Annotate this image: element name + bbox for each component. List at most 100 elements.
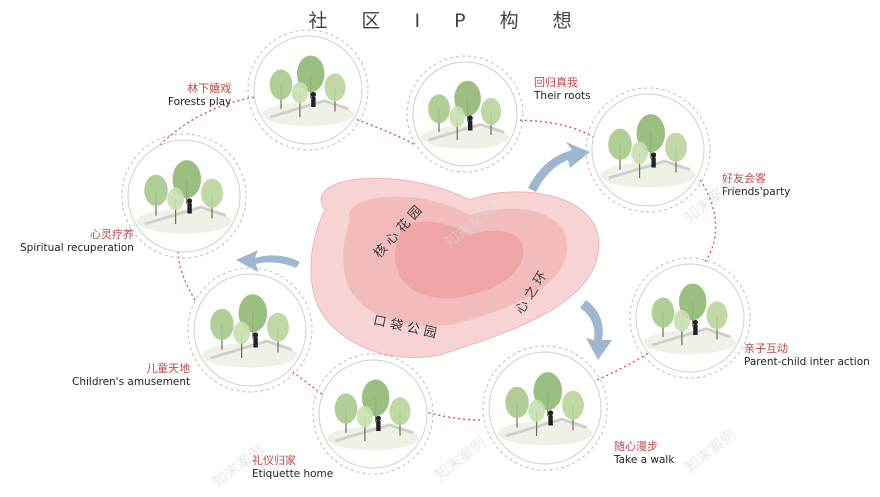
scene-nodes xyxy=(121,29,751,475)
person-figure xyxy=(253,332,259,338)
node-outer-ring xyxy=(482,345,608,471)
node-path xyxy=(144,205,227,226)
node-label-parent-child: 亲子互动 Parent-child inter action xyxy=(744,342,870,369)
scene-node-friends-party xyxy=(585,87,711,213)
person-figure-body xyxy=(253,337,258,348)
person-figure xyxy=(310,91,316,98)
node-label-zh: 回归真我 xyxy=(534,76,578,89)
node-outer-ring xyxy=(121,133,247,259)
tree-canopy xyxy=(172,160,202,199)
tree-canopy xyxy=(480,97,502,125)
person-figure-body xyxy=(468,120,473,131)
tree-canopy xyxy=(449,106,466,127)
node-ground xyxy=(202,342,298,368)
scene-node-forests-play xyxy=(247,29,369,151)
tree-canopy xyxy=(210,308,234,341)
person-figure-body xyxy=(376,421,381,431)
node-path xyxy=(651,327,731,347)
heart-inner-layer xyxy=(395,221,524,299)
node-label-en: Their roots xyxy=(534,89,591,102)
node-label-zh: 儿童天地 xyxy=(146,362,191,375)
tree-canopy xyxy=(631,141,648,164)
node-label-etiquette-home: 礼仪归家 Etiquette home xyxy=(252,454,333,481)
node-label-zh: 心灵疗养 xyxy=(89,228,134,241)
node-outer-ring xyxy=(629,257,751,379)
tree-canopy xyxy=(505,386,529,419)
tree-canopy xyxy=(267,312,289,342)
tree-canopy xyxy=(356,405,373,428)
tree-canopy xyxy=(291,81,308,104)
tree-canopy xyxy=(201,178,223,208)
tree-canopy xyxy=(428,94,450,124)
node-label-en: Take a walk xyxy=(614,453,675,466)
person-figure-body xyxy=(548,415,553,426)
node-label-spiritual-recuperation: 心灵疗养 Spiritual recuperation xyxy=(20,228,134,255)
scene-node-etiquette-home xyxy=(312,353,434,475)
node-outer-ring xyxy=(406,55,524,173)
node-label-zh: 亲子互动 xyxy=(744,342,788,355)
node-path xyxy=(505,417,588,438)
node-path xyxy=(608,159,691,180)
node-label-zh: 随心漫步 xyxy=(614,440,658,453)
tree-canopy xyxy=(678,283,707,321)
person-figure xyxy=(375,415,381,422)
tree-canopy xyxy=(389,397,411,426)
tree-canopy xyxy=(454,80,481,117)
node-label-en: Parent-child inter action xyxy=(744,355,870,368)
central-heart: 口 袋 公 园 核 心 花 园 心 之 环 xyxy=(310,177,600,359)
node-ground xyxy=(420,125,510,149)
node-label-take-a-walk: 随心漫步 Take a walk xyxy=(614,440,674,467)
person-figure xyxy=(651,152,657,158)
node-path xyxy=(269,99,349,119)
node-label-en: Forests play xyxy=(168,95,232,108)
scene-node-take-a-walk xyxy=(482,345,608,471)
page-title: 社 区 I P 构 想 xyxy=(308,10,586,32)
connection-loop xyxy=(159,95,717,421)
node-outer-ring xyxy=(187,267,313,393)
node-path xyxy=(428,122,505,142)
tree-canopy xyxy=(636,114,666,153)
node-label-zh: 礼仪归家 xyxy=(252,454,296,467)
tree-canopy xyxy=(238,294,268,333)
tree-canopy xyxy=(144,174,168,207)
tree-canopy xyxy=(269,69,293,100)
node-outer-ring xyxy=(312,353,434,475)
node-ground xyxy=(600,162,696,188)
tree-canopy xyxy=(361,379,390,417)
tree-canopy xyxy=(673,309,691,332)
arrow-top-right xyxy=(528,142,590,192)
person-figure xyxy=(187,198,193,204)
node-path xyxy=(334,423,414,443)
node-ground xyxy=(262,102,354,127)
person-figure-body xyxy=(693,325,698,335)
tree-canopy xyxy=(324,73,346,102)
node-path xyxy=(210,339,293,360)
person-figure-body xyxy=(187,203,192,214)
person-figure xyxy=(548,410,554,416)
node-label-en: Etiquette home xyxy=(252,467,334,480)
person-figure xyxy=(467,115,473,121)
tree-canopy xyxy=(651,297,675,328)
tree-canopy xyxy=(296,55,325,93)
arrow-bottom-right xyxy=(580,300,612,360)
person-figure-body xyxy=(311,97,316,107)
tree-canopy xyxy=(167,187,185,210)
node-label-en: Spiritual recuperation xyxy=(20,241,134,254)
node-ground xyxy=(327,426,419,451)
node-label-forests-play: 林下嬉戏 Forests play xyxy=(168,82,231,109)
node-outer-ring xyxy=(247,29,369,151)
tree-canopy xyxy=(562,390,584,420)
person-figure-body xyxy=(651,157,656,168)
scene-node-parent-child xyxy=(629,257,751,379)
scene-node-childrens-amusement xyxy=(187,267,313,393)
tree-canopy xyxy=(665,132,687,162)
node-label-their-roots: 回归真我 Their roots xyxy=(534,76,591,103)
node-label-friends-party: 好友会客 Friends'party xyxy=(722,172,790,199)
node-label-en: Friends'party xyxy=(722,185,791,198)
person-figure xyxy=(692,319,699,326)
node-label-zh: 林下嬉戏 xyxy=(187,82,232,95)
node-label-zh: 好友会客 xyxy=(722,172,766,185)
node-label-childrens-amusement: 儿童天地 Children's amusement xyxy=(72,362,190,389)
